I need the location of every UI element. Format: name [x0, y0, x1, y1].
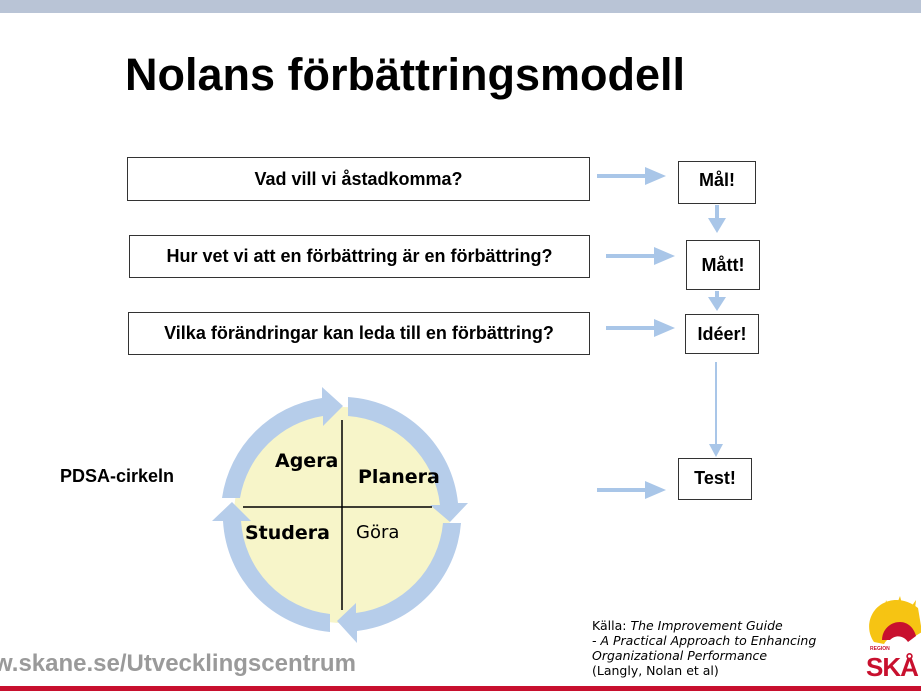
pdsa-cycle [212, 387, 468, 643]
bottom-bar [0, 686, 921, 691]
arrow-measure-to-ideas [708, 291, 726, 311]
top-bar [0, 0, 921, 13]
answer-box-ideas: Idéer! [685, 314, 759, 354]
arrow-ideas-to-test [709, 362, 723, 457]
pdsa-act: Agera [275, 450, 339, 472]
region-skane-logo: REGION SKÅ [856, 592, 921, 686]
answer-box-test: Test! [678, 458, 752, 500]
answer-text-goal: Mål! [699, 170, 735, 190]
pdsa-do: Göra [356, 522, 400, 543]
question-box-ideas: Vilka förändringar kan leda till en förb… [128, 312, 590, 355]
question-box-goal: Vad vill vi åstadkomma? [127, 157, 590, 201]
arrow-question1-to-goal [597, 167, 666, 185]
arrow-goal-to-measure [708, 205, 726, 233]
pdsa-study: Studera [245, 522, 330, 544]
source-title-line1: The Improvement Guide [630, 618, 783, 633]
page-title: Nolans förbättringsmodell [125, 49, 686, 100]
pdsa-cycle-arrows [212, 387, 468, 643]
footer-url[interactable]: w.skane.se/Utvecklingscentrum [0, 650, 356, 677]
logo-region-text: REGION [870, 646, 890, 652]
source-prefix: Källa: [592, 618, 631, 633]
question-box-measure: Hur vet vi att en förbättring är en förb… [129, 235, 590, 278]
source-citation: Källa: The Improvement Guide - A Practic… [592, 618, 816, 678]
pdsa-label: PDSA-cirkeln [60, 466, 175, 486]
arrow-question3-to-ideas [606, 319, 675, 337]
answer-box-goal: Mål! [678, 161, 756, 204]
logo-wordmark: SKÅ [866, 652, 919, 682]
answer-text-test: Test! [694, 468, 736, 488]
griffin-emblem-icon [869, 596, 921, 644]
source-title-line3: Organizational Performance [592, 648, 768, 663]
question-text-measure: Hur vet vi att en förbättring är en förb… [166, 246, 553, 266]
answer-text-ideas: Idéer! [697, 323, 747, 344]
arrow-pdsa-to-test [597, 481, 666, 499]
answer-text-measure: Mått! [701, 254, 745, 275]
source-title-line2: - A Practical Approach to Enhancing [592, 633, 817, 648]
question-text-goal: Vad vill vi åstadkomma? [254, 168, 463, 189]
source-authors: (Langly, Nolan et al) [592, 663, 719, 678]
answer-box-measure: Mått! [686, 240, 760, 290]
arrow-question2-to-measure [606, 247, 675, 265]
pdsa-plan: Planera [358, 466, 440, 488]
question-text-ideas: Vilka förändringar kan leda till en förb… [164, 323, 554, 343]
